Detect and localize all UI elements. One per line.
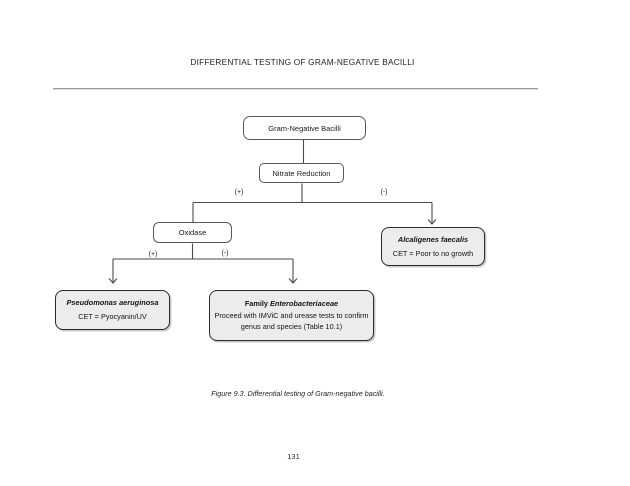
node-gram-negative-bacilli: Gram-Negative Bacilli <box>243 116 366 140</box>
arrowhead-alcaligenes-icon <box>427 219 437 225</box>
figure-caption: Figure 9.3. Differential testing of Gram… <box>211 389 385 398</box>
organism-result: Proceed with IMViC and urease tests to c… <box>214 311 369 331</box>
organism-name: Alcaligenes faecalis <box>397 234 469 244</box>
organism-name: Family Enterobacteriaceae <box>245 299 338 308</box>
family-prefix: Family <box>244 299 268 308</box>
branch-label-oxidase-negative: (-) <box>221 250 229 257</box>
node-label: Oxidase <box>178 228 207 237</box>
organism-result: CET = Pyocyanin/UV <box>78 312 147 321</box>
node-nitrate-reduction: Nitrate Reduction <box>259 163 344 183</box>
branch-label-oxidase-positive: (+) <box>148 251 158 258</box>
node-oxidase: Oxidase <box>153 222 232 243</box>
branch-label-nitrate-positive: (+) <box>234 189 244 196</box>
page-title: DIFFERENTIAL TESTING OF GRAM-NEGATIVE BA… <box>190 57 415 67</box>
family-name: Enterobacteriaceae <box>269 299 339 308</box>
page-number: 131 <box>287 452 300 461</box>
organism-name: Pseudomonas aeruginosa <box>66 298 159 307</box>
node-family-enterobacteriaceae: Family Enterobacteriaceae Proceed with I… <box>209 290 374 341</box>
divider-rule <box>53 88 538 89</box>
branch-label-nitrate-negative: (-) <box>380 189 388 196</box>
arrowhead-family-icon <box>288 278 298 284</box>
node-label: Gram-Negative Bacilli <box>268 123 341 133</box>
node-alcaligenes-faecalis: Alcaligenes faecalis CET = Poor to no gr… <box>381 227 485 266</box>
arrowhead-pseudomonas-icon <box>108 278 118 284</box>
node-pseudomonas-aeruginosa: Pseudomonas aeruginosa CET = Pyocyanin/U… <box>55 290 170 330</box>
node-label: Nitrate Reduction <box>272 168 331 178</box>
organism-result: CET = Poor to no growth <box>392 248 474 258</box>
